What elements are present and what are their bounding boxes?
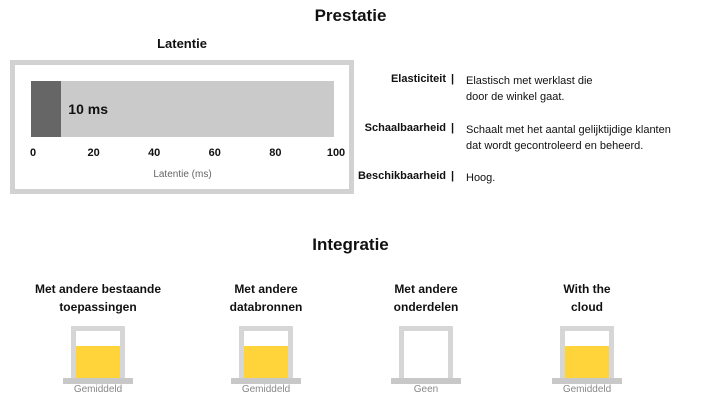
latency-value-label: 10 ms — [68, 101, 108, 117]
latency-tick-label: 100 — [326, 147, 346, 159]
integration-item: Met andere bestaande toepassingen Gemidd… — [23, 280, 173, 395]
property-desc-line: dat wordt gecontroleerd en beheerd. — [466, 140, 644, 152]
property-desc-schaalbaarheid: Schaalt met het aantal gelijktijdige kla… — [466, 122, 696, 154]
integration-label-line: Met andere — [394, 282, 458, 296]
latency-chart-title: Latentie — [157, 36, 207, 51]
latency-tick-label: 20 — [87, 147, 100, 159]
integration-gauge — [391, 326, 461, 384]
property-separator: | — [451, 170, 455, 182]
integration-label: With the cloud — [512, 280, 662, 318]
property-desc-line: Hoog. — [466, 172, 496, 184]
integration-level: Geen — [413, 384, 439, 395]
latency-tick-label: 0 — [29, 147, 37, 159]
latency-tick-label: 60 — [208, 147, 221, 159]
integration-gauge — [231, 326, 301, 384]
property-separator: | — [451, 73, 455, 85]
integration-label-line: databronnen — [229, 300, 303, 314]
latency-tick-label: 80 — [269, 147, 282, 159]
gauge-base — [231, 378, 301, 384]
property-desc-line: Elastisch met werklast die — [466, 75, 593, 87]
prestatie-title: Prestatie — [314, 6, 387, 25]
integration-label-line: Met andere bestaande — [34, 282, 162, 296]
property-desc-beschikbaarheid: Hoog. — [466, 170, 696, 186]
gauge-fill — [76, 346, 120, 378]
integration-item: Met andere onderdelen Geen — [351, 280, 501, 395]
gauge-fill — [565, 346, 609, 378]
latency-axis-label: Latentie (ms) — [153, 169, 212, 180]
latency-bar-track — [31, 81, 334, 137]
gauge-container — [399, 326, 453, 378]
integration-label-line: toepassingen — [59, 300, 137, 314]
integration-label: Met andere databronnen — [191, 280, 341, 318]
integration-label-line: onderdelen — [393, 300, 459, 314]
gauge-base — [63, 378, 133, 384]
integration-label-line: Met andere — [234, 282, 298, 296]
integration-gauge — [63, 326, 133, 384]
integratie-title: Integratie — [312, 235, 389, 254]
integration-level: Gemiddeld — [73, 384, 123, 395]
integration-label-line: cloud — [571, 300, 603, 314]
gauge-fill — [244, 346, 288, 378]
gauge-base — [552, 378, 622, 384]
integration-label: Met andere onderdelen — [351, 280, 501, 318]
property-desc-line: door de winkel gaat. — [466, 91, 565, 103]
integration-item: Met andere databronnen Gemiddeld — [191, 280, 341, 395]
integration-level: Gemiddeld — [562, 384, 612, 395]
integration-level: Gemiddeld — [241, 384, 291, 395]
integration-label: Met andere bestaande toepassingen — [23, 280, 173, 318]
integration-gauge — [552, 326, 622, 384]
integration-label-line: With the — [563, 282, 611, 296]
property-label-beschikbaarheid: Beschikbaarheid — [357, 170, 446, 182]
property-separator: | — [451, 122, 455, 134]
gauge-base — [391, 378, 461, 384]
latency-tick-label: 40 — [148, 147, 161, 159]
latency-bar — [31, 81, 62, 137]
integration-item: With the cloud Gemiddeld — [512, 280, 662, 395]
property-label-elasticiteit: Elasticiteit — [390, 73, 446, 85]
property-desc-elasticiteit: Elastisch met werklast die door de winke… — [466, 73, 696, 105]
property-desc-line: Schaalt met het aantal gelijktijdige kla… — [466, 124, 671, 136]
property-label-schaalbaarheid: Schaalbaarheid — [364, 122, 446, 134]
